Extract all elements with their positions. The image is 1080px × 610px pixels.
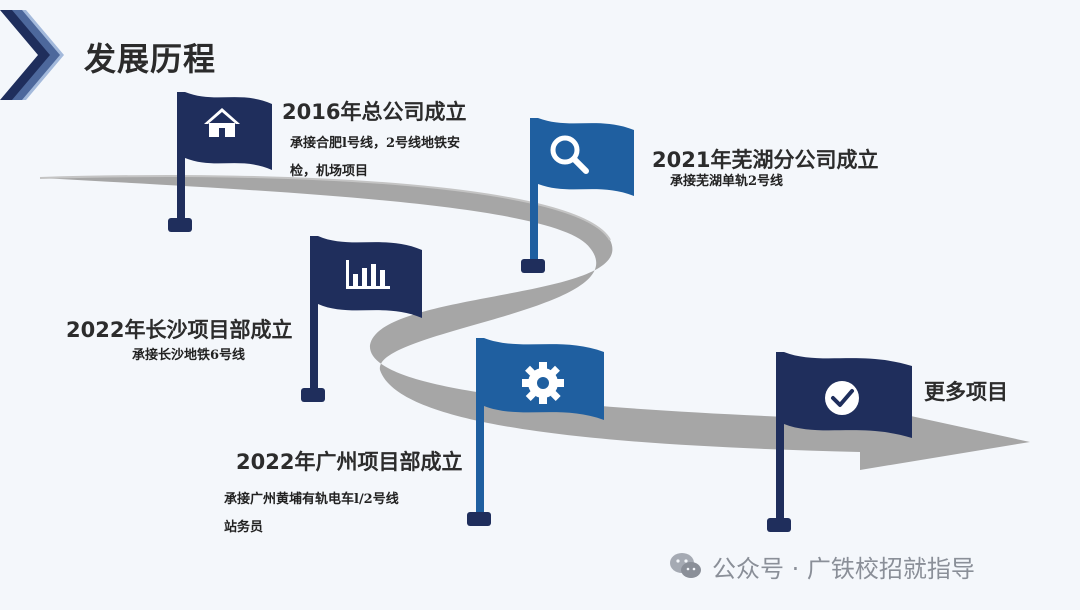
desc-line: 检，机场项目 — [290, 164, 369, 179]
milestone-desc-2021: 承接芜湖单轨2号线 — [670, 168, 783, 196]
home-icon — [204, 108, 240, 137]
milestone-desc-2016: 承接合肥l号线，2号线地铁安 检，机场项目 — [290, 130, 460, 186]
milestone-heading-2016: 2016年总公司成立 — [282, 100, 467, 124]
desc-line: 承接合肥l号线，2号线地铁安 — [290, 136, 460, 151]
milestone-heading-2022-changsha: 2022年长沙项目部成立 — [66, 318, 293, 342]
gear-icon — [522, 362, 564, 404]
search-icon — [550, 135, 589, 174]
desc-line: 承接芜湖单轨2号线 — [670, 174, 784, 189]
desc-line: 站务员 — [224, 520, 264, 535]
milestone-heading-2022-guangzhou: 2022年广州项目部成立 — [236, 450, 463, 474]
milestone-desc-2022-guangzhou: 承接广州黄埔有轨电车l/2号线 站务员 — [224, 486, 399, 542]
desc-line: 承接长沙地铁6号线 — [132, 348, 246, 363]
bar-chart-icon — [346, 260, 390, 289]
page-title: 发展历程 — [84, 40, 217, 78]
desc-line: 承接广州黄埔有轨电车l/2号线 — [224, 492, 399, 507]
watermark-text: 公众号 · 广铁校招就指导 — [712, 554, 975, 583]
corner-chevron-icon — [0, 10, 64, 100]
milestone-desc-2022-changsha: 承接长沙地铁6号线 — [132, 342, 245, 370]
watermark: 公众号 · 广铁校招就指导 — [668, 548, 975, 584]
flag-2022-changsha — [301, 236, 422, 402]
milestone-heading-2021: 2021年芜湖分公司成立 — [652, 148, 879, 172]
milestone-heading-more: 更多项目 — [924, 380, 1008, 404]
flag-2021 — [521, 118, 634, 273]
wechat-icon — [670, 553, 701, 578]
check-circle-icon — [825, 381, 859, 415]
